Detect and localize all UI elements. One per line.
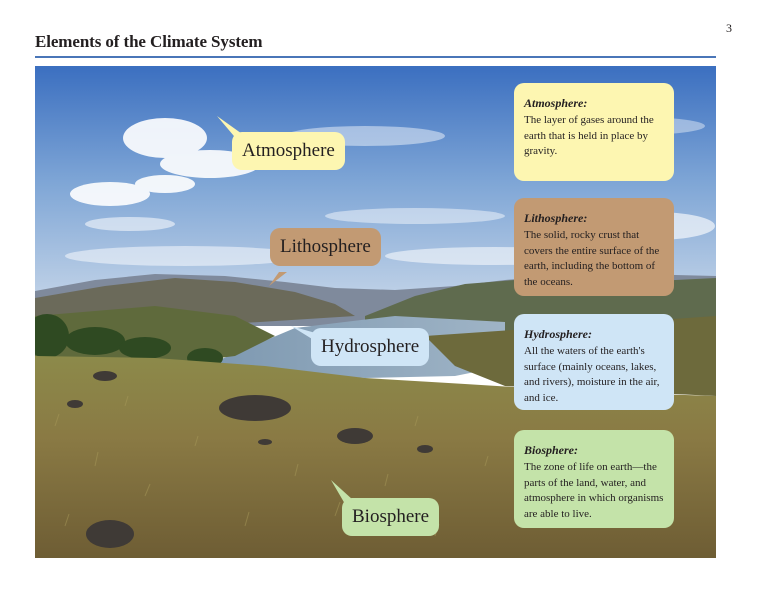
card-lithosphere-title: Lithosphere: <box>524 211 588 225</box>
card-biosphere-text: The zone of life on earth—the parts of t… <box>524 461 664 520</box>
label-biosphere: Biosphere <box>342 498 440 536</box>
card-lithosphere-text: The solid, rocky crust that covers the e… <box>524 229 660 288</box>
card-lithosphere: Lithosphere: The solid, rocky crust that… <box>514 198 674 296</box>
label-lithosphere: Lithosphere <box>270 228 381 266</box>
page-title: Elements of the Climate System <box>35 32 263 51</box>
card-biosphere: Biosphere: The zone of life on earth—the… <box>514 430 674 528</box>
trees <box>35 314 223 368</box>
card-atmosphere: Atmosphere: The layer of gases around th… <box>514 83 674 181</box>
lithosphere-pointer <box>269 272 287 286</box>
card-atmosphere-title: Atmosphere: <box>524 96 588 110</box>
card-biosphere-title: Biosphere: <box>524 443 578 457</box>
card-hydrosphere-title: Hydrosphere: <box>524 327 592 341</box>
page-number: 3 <box>726 21 732 35</box>
card-atmosphere-text: The layer of gases around the earth that… <box>524 114 654 157</box>
landscape-photo: Atmosphere Lithosphere Hydrosphere Biosp… <box>35 66 716 558</box>
card-hydrosphere-text: All the waters of the earth's surface (m… <box>524 345 660 404</box>
card-hydrosphere: Hydrosphere: All the waters of the earth… <box>514 314 674 410</box>
rocks <box>67 371 433 548</box>
label-atmosphere: Atmosphere <box>232 132 345 170</box>
label-hydrosphere: Hydrosphere <box>311 328 430 366</box>
title-rule <box>35 56 716 58</box>
